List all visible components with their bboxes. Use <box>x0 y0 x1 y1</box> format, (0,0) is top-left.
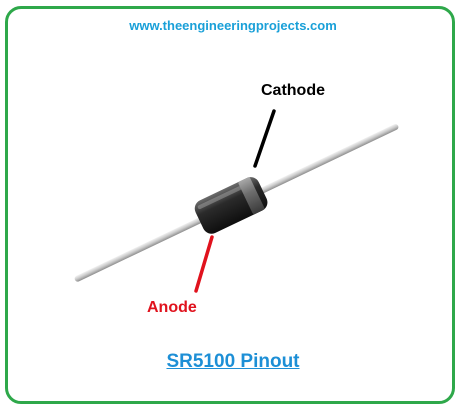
site-url: www.theengineeringprojects.com <box>129 18 337 33</box>
anode-label: Anode <box>147 299 197 316</box>
cathode-label: Cathode <box>261 82 325 99</box>
cathode-band <box>238 177 265 215</box>
pinout-caption[interactable]: SR5100 Pinout <box>166 351 300 372</box>
diode-body-highlight <box>197 186 242 210</box>
diode-component <box>74 124 399 282</box>
anode-pointer-line <box>194 235 214 293</box>
cathode-pointer-line <box>253 109 276 168</box>
